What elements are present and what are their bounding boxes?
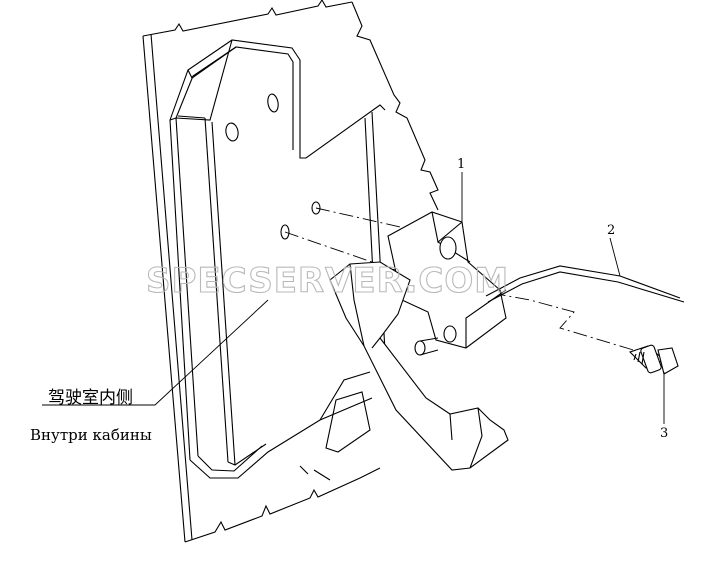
pressed-panel bbox=[169, 39, 387, 481]
callout-2: 2 bbox=[607, 223, 615, 238]
panel-holes bbox=[225, 93, 321, 240]
label-cab-inside-ru: Внутри кабины bbox=[30, 426, 152, 444]
cab-wall-panel bbox=[142, 0, 439, 543]
callout-3: 3 bbox=[660, 426, 668, 441]
label-cab-inside-cn: 驾驶室内侧 bbox=[48, 388, 133, 408]
bracket-part-1 bbox=[329, 211, 509, 471]
cable-part-2 bbox=[485, 265, 685, 303]
leader-lines bbox=[42, 172, 665, 424]
fastener-part-3 bbox=[628, 344, 679, 375]
callout-1: 1 bbox=[457, 157, 465, 172]
watermark-logo: SPECSERVER.COM bbox=[146, 261, 509, 301]
